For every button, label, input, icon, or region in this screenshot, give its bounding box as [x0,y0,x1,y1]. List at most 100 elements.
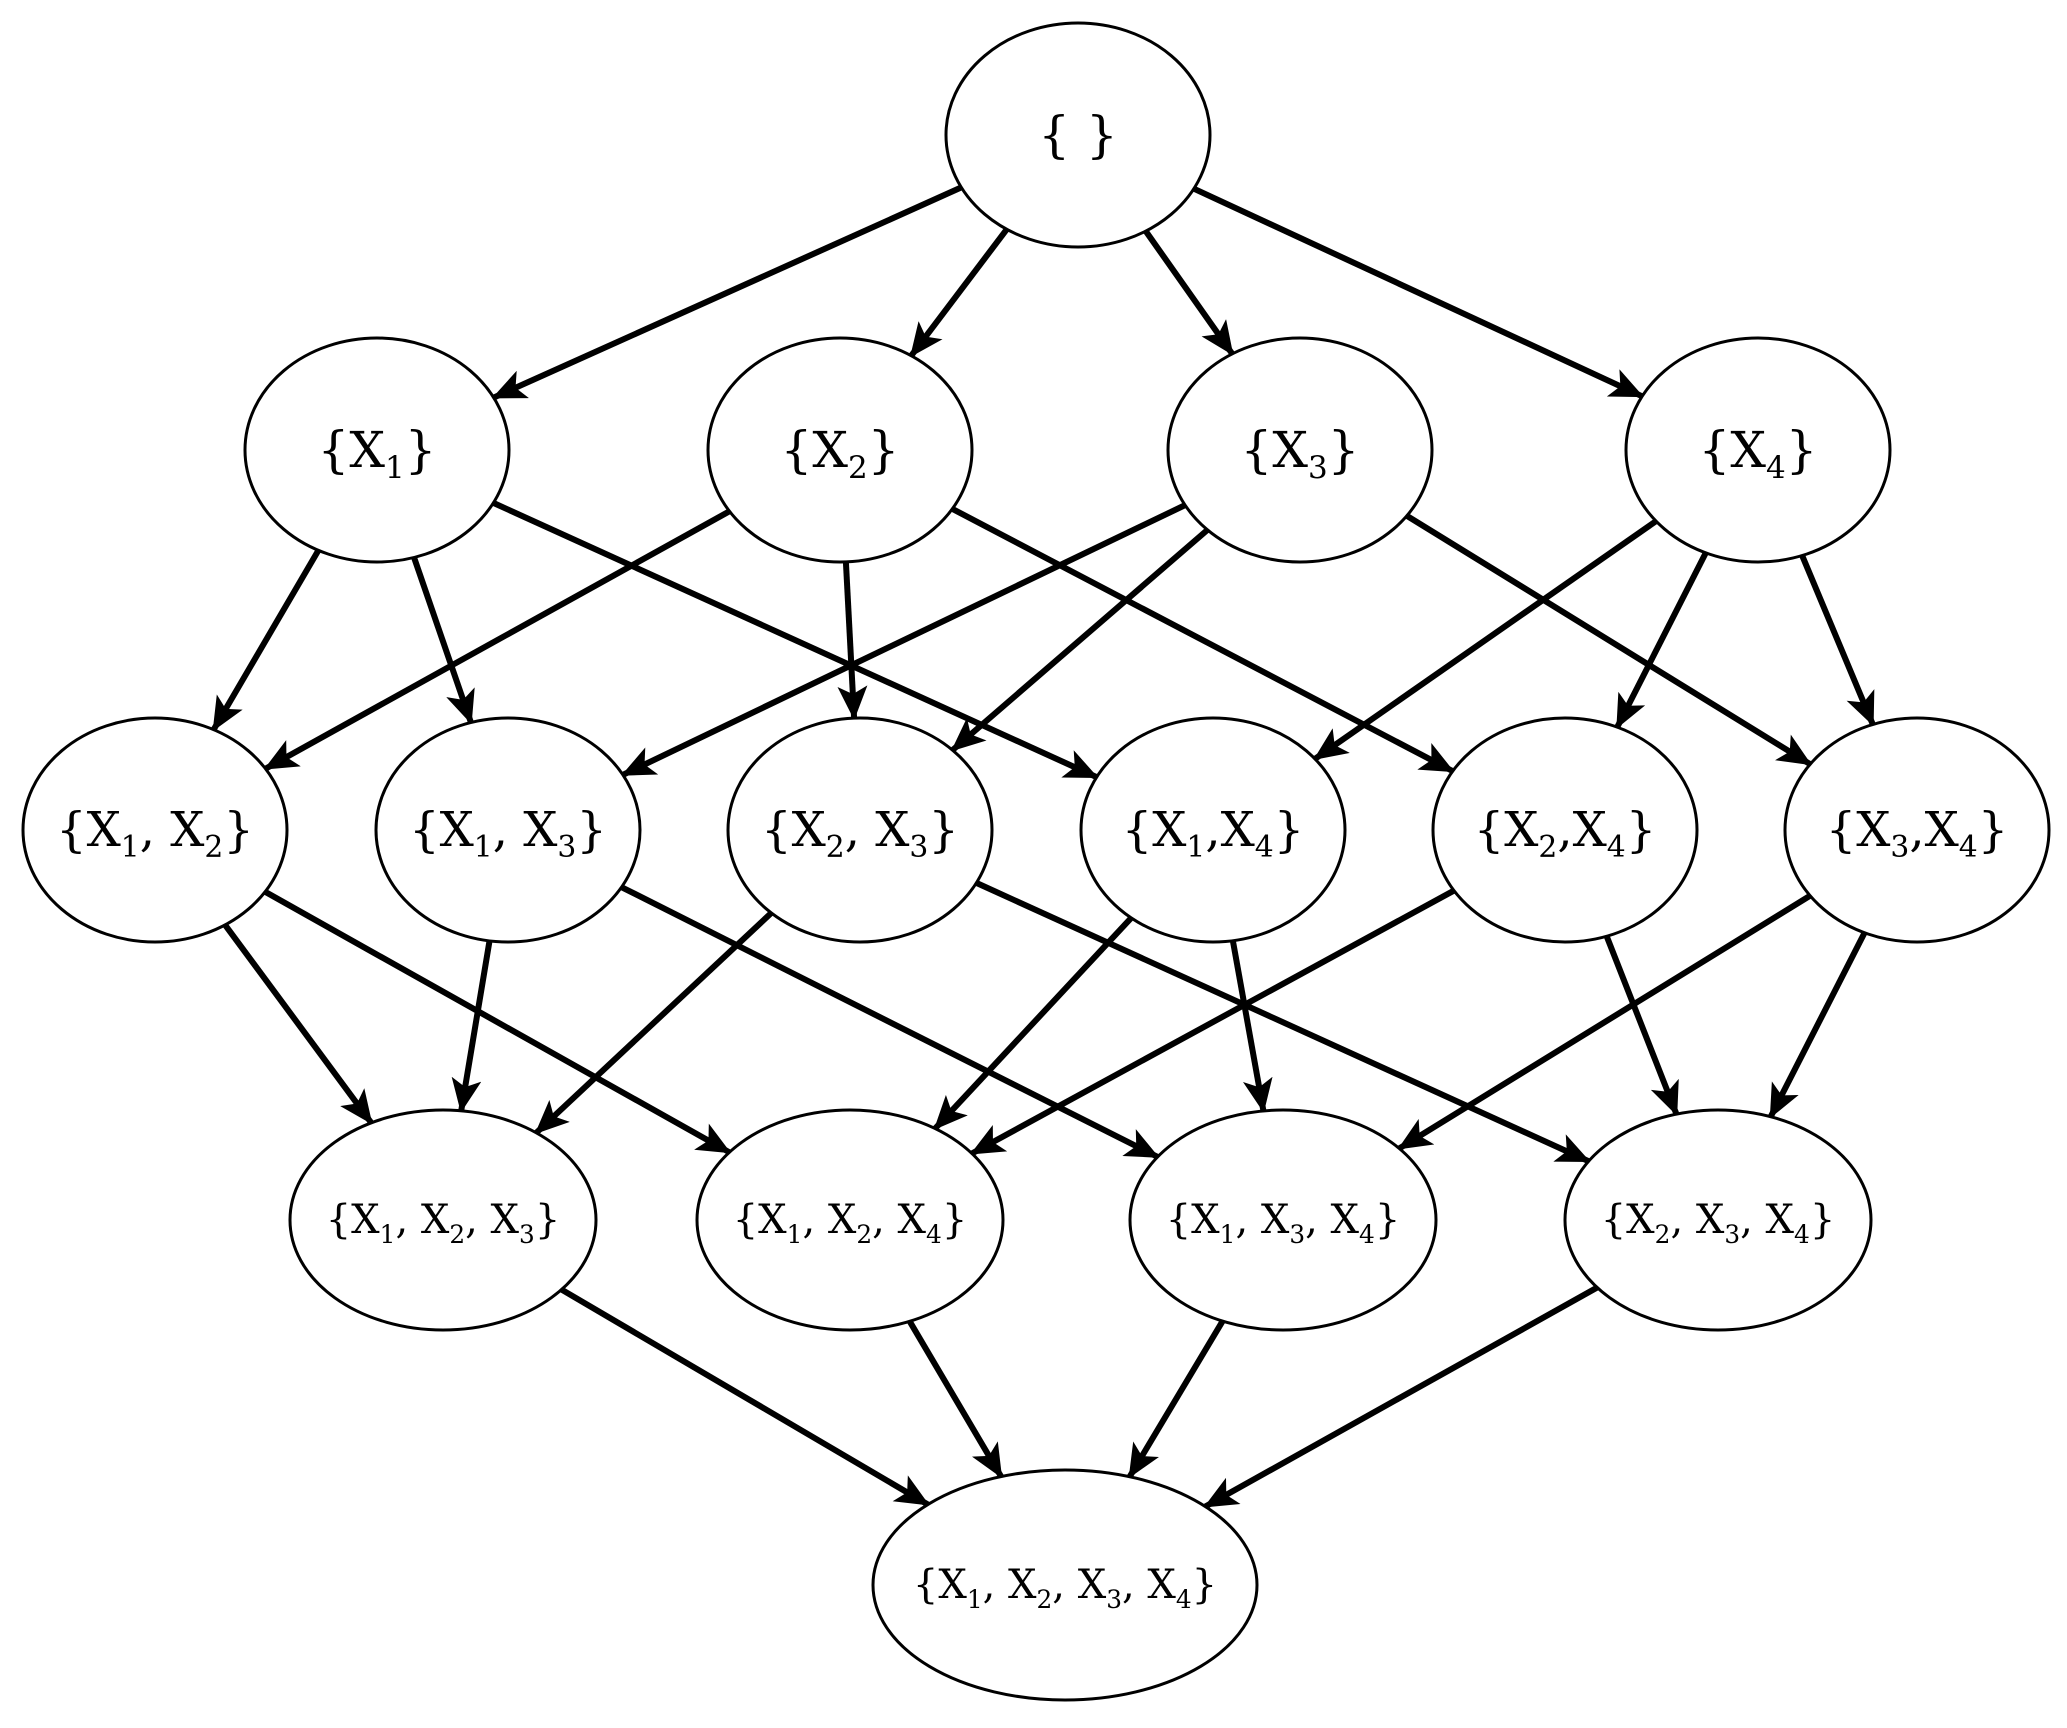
label-text: , X [1740,1197,1794,1243]
node-label: {X3,X4} [1826,802,2009,865]
label-subscript: 3 [557,830,576,865]
node-x1: {X1} [243,336,511,564]
label-text: ,X [1205,802,1254,858]
label-subscript: 3 [1308,450,1328,486]
label-text: } [1626,802,1657,858]
node-label: {X1, X2, X3, X4} [913,1562,1217,1614]
label-text: {X [1474,802,1539,858]
node-label: {X2} [781,421,900,486]
label-text: , X [1052,1562,1106,1608]
label-subscript: 1 [474,830,493,865]
label-subscript: 3 [909,830,928,865]
edge-empty-to-x4 [1192,185,1644,400]
edge-empty-to-x3 [1143,229,1235,356]
node-ellipse [1563,1108,1873,1332]
label-text: } [942,1197,967,1243]
label-text: , X [872,1197,926,1243]
node-ellipse [1431,716,1699,944]
label-subscript: 4 [1959,830,1978,865]
node-ellipse [243,336,511,564]
label-subscript: 1 [385,450,405,486]
label-subscript: 4 [1176,1585,1192,1614]
label-subscript: 4 [1766,450,1786,486]
label-text: , X [802,1197,856,1243]
node-ellipse [1624,336,1892,564]
edge-x124-to-x1234 [907,1319,1004,1479]
label-text: } [1978,802,2009,858]
label-text: {X [326,1197,380,1243]
node-ellipse [944,21,1212,249]
node-ellipse [374,716,642,944]
label-subscript: 3 [1724,1220,1740,1249]
node-ellipse [695,1108,1005,1332]
node-label: {X1, X3} [409,802,607,865]
edge-x12-to-x124 [263,889,732,1155]
label-text: {X [1166,1197,1220,1243]
label-subscript: 4 [1255,830,1274,865]
node-label: {X3} [1241,421,1360,486]
label-subscript: 2 [856,1220,872,1249]
label-text: } [535,1197,560,1243]
label-subscript: 2 [848,450,868,486]
edge-x13-to-x123 [451,940,493,1113]
edge-x23-to-x123 [534,910,774,1135]
label-text: } [868,421,900,479]
edge-x14-to-x134 [1229,940,1273,1113]
label-text: , X [1122,1562,1176,1608]
label-text: {X [1826,802,1891,858]
edge-empty-to-x2 [908,227,1010,358]
label-text: , X [493,802,558,858]
node-label: {X1,X4} [1122,802,1305,865]
label-text: } [1810,1197,1835,1243]
label-text: , X [1305,1197,1359,1243]
label-subscript: 2 [449,1220,465,1249]
label-text: } [405,421,437,479]
label-text: } [1375,1197,1400,1243]
label-subscript: 2 [1538,830,1557,865]
node-x34: {X3,X4} [1783,716,2051,944]
node-ellipse [1079,716,1347,944]
edge-x24-to-x124 [970,887,1456,1157]
node-x13: {X1, X3} [374,716,642,944]
label-subscript: 3 [519,1220,535,1249]
label-text: , X [395,1197,449,1243]
edge-empty-to-x1 [491,184,963,401]
label-text: {X [913,1562,967,1608]
label-subscript: 1 [787,1220,803,1249]
label-text: } [1328,421,1360,479]
edge-x1-to-x13 [411,556,475,725]
node-x124: {X1, X2, X4} [695,1108,1005,1332]
edge-x1-to-x12 [211,548,321,732]
label-subscript: 2 [1655,1220,1671,1249]
edge-x4-to-x24 [1614,551,1709,729]
label-text: , X [845,802,910,858]
node-ellipse [21,716,289,944]
label-text: {X [409,802,474,858]
edge-x12-to-x123 [222,923,374,1125]
label-text: { } [1038,106,1118,164]
node-x4: {X4} [1624,336,1892,564]
edge-x34-to-x134 [1397,893,1812,1152]
node-label: {X1, X2} [56,802,254,865]
node-ellipse [1128,1108,1438,1332]
node-ellipse [726,716,994,944]
label-text: } [928,802,959,858]
node-x2: {X2} [706,336,974,564]
label-text: {X [1699,421,1767,479]
edge-x2-to-x23 [837,561,868,721]
label-text: ,X [1909,802,1958,858]
node-ellipse [288,1108,598,1332]
label-text: {X [761,802,826,858]
label-text: , X [983,1562,1037,1608]
edge-x34-to-x234 [1768,931,1868,1119]
label-text: , X [1235,1197,1289,1243]
node-label: {X1, X3, X4} [1166,1197,1401,1249]
label-subscript: 2 [204,830,223,865]
node-label: {X2, X3, X4} [1601,1197,1836,1249]
node-ellipse [1783,716,2051,944]
node-label: {X4} [1699,421,1818,486]
label-text: } [1192,1562,1217,1608]
edge-x234-to-x1234 [1203,1284,1599,1510]
label-text: , X [1670,1197,1724,1243]
